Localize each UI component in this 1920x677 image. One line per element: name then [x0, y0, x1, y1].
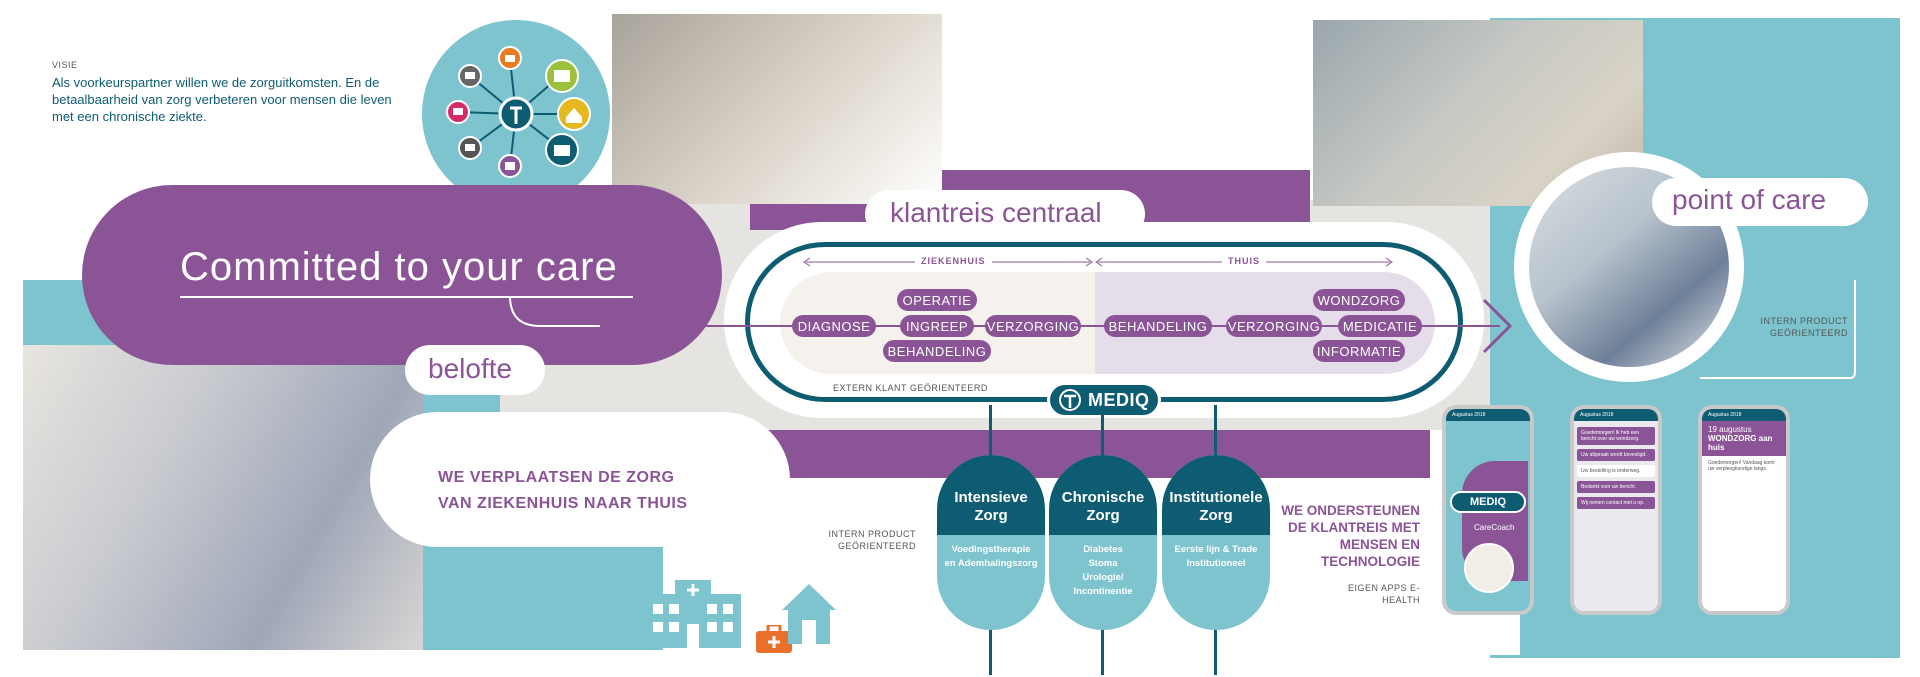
mediq-wordmark: MEDIQ	[1088, 389, 1150, 410]
tagline-connector	[509, 296, 780, 327]
label-thuis: THUIS	[1222, 256, 1266, 266]
bed-icon	[458, 64, 482, 88]
tagline-underline	[180, 296, 633, 298]
section-arrows	[803, 257, 1393, 267]
step-informatie: INFORMATIE	[1313, 340, 1405, 362]
cross-logo-icon	[498, 96, 534, 132]
column-body: Diabetes Stoma Urologie/ Incontinentie	[1073, 544, 1133, 597]
chat-message: Goedemorgen! Ik heb een bericht over uw …	[1577, 427, 1655, 445]
photo-father-daughter	[23, 345, 423, 650]
phone-date: Augustus 2018	[1446, 409, 1530, 421]
tagline: Committed to your care	[180, 245, 618, 289]
apps-label: EIGEN APPS E-HEALTH	[1347, 583, 1420, 605]
phone-date: Augustus 2018	[1574, 409, 1658, 421]
flow-arrow-head	[1482, 298, 1513, 354]
zorg-heading: WE VERPLAATSEN DE ZORG VAN ZIEKENHUIS NA…	[438, 469, 688, 512]
phone-chat: Augustus 2018 Goedemorgen! Ik heb een be…	[1570, 405, 1662, 615]
phone-appointment: Augustus 2018 19 augustus WONDZORG aan h…	[1698, 405, 1790, 615]
step-verzorging-hospital: VERZORGING	[985, 315, 1081, 337]
appointment-date: 19 augustus	[1708, 425, 1752, 434]
gift-icon	[498, 154, 522, 178]
column-title: Intensieve Zorg	[937, 455, 1045, 535]
step-medicatie: MEDICATIE	[1338, 315, 1422, 337]
chat-message: Wij nemen contact met u op.	[1577, 497, 1655, 509]
belofte-pill	[405, 345, 545, 395]
belofte-label: belofte	[428, 353, 513, 384]
medical-bag-icon	[756, 625, 792, 653]
point-of-care-connector	[1700, 280, 1856, 379]
patient-icon	[446, 100, 470, 124]
step-verzorging-home: VERZORGING	[1226, 315, 1322, 337]
home-icon	[557, 97, 591, 131]
factory-icon	[498, 46, 522, 70]
klantreis-title: klantreis centraal	[890, 197, 1102, 228]
network-circle	[422, 20, 610, 208]
point-of-care-title: point of care	[1672, 184, 1827, 215]
point-of-care-pill	[1652, 178, 1868, 226]
column-intensieve-zorg: Intensieve Zorg Voedingstherapie en Adem…	[937, 455, 1045, 630]
zorg-pill	[370, 412, 790, 547]
step-behandeling-home: BEHANDELING	[1104, 315, 1212, 337]
appointment-text: Goedemorgen! Vandaag komt uw verpleegkun…	[1708, 460, 1775, 472]
cross-logo-icon	[1059, 389, 1081, 411]
column-chronische-zorg: Chronische Zorg Diabetes Stoma Urologie/…	[1049, 455, 1157, 630]
column-body: Eerste lijn & Trade Institutioneel	[1174, 544, 1258, 569]
step-diagnose: DIAGNOSE	[792, 315, 876, 337]
column-institutionele-zorg: Institutionele Zorg Eerste lijn & Trade …	[1162, 455, 1270, 630]
phone-carecoach: Augustus 2018 MEDIQ CareCoach	[1442, 405, 1534, 615]
step-wondzorg: WONDZORG	[1313, 289, 1405, 311]
mediq-logo: MEDIQ	[1047, 382, 1161, 418]
phone-carecoach-label: CareCoach	[1474, 523, 1515, 532]
step-ingreep: INGREEP	[900, 315, 974, 337]
support-heading: WE ONDERSTEUNEN DE KLANTREIS MET MENSEN …	[1281, 503, 1420, 569]
step-behandeling-top: BEHANDELING	[883, 340, 991, 362]
extern-label: EXTERN KLANT GEÖRIENTEERD	[833, 383, 988, 393]
vision-label: VISIE	[52, 60, 78, 70]
intern-label-right: INTERN PRODUCT GEÖRIENTEERD	[1760, 316, 1848, 338]
photo-elderly-consultation	[612, 14, 942, 204]
medical-bag-icon	[545, 133, 579, 167]
carecoach-avatar	[1464, 543, 1514, 593]
chat-message: Uw afspraak wordt bevestigd.	[1577, 449, 1655, 461]
column-title: Institutionele Zorg	[1162, 455, 1270, 535]
chat-message: Uw bestelling is onderweg.	[1577, 465, 1655, 477]
house-icon	[782, 584, 836, 644]
pharmacy-icon	[458, 136, 482, 160]
vision-text: Als voorkeurspartner willen we de zorgui…	[52, 75, 392, 124]
chat-message: Bedankt voor uw bericht.	[1577, 481, 1655, 493]
hospital-building-icon	[645, 580, 741, 648]
intern-label-left: INTERN PRODUCT GEÖRIENTEERD	[828, 529, 916, 551]
hospital-icon	[545, 59, 579, 93]
step-operatie: OPERATIE	[897, 289, 977, 311]
committed-pill	[82, 185, 722, 365]
column-title: Chronische Zorg	[1049, 455, 1157, 535]
appointment-title: WONDZORG aan huis	[1708, 434, 1773, 452]
label-ziekenhuis: ZIEKENHUIS	[915, 256, 992, 266]
klantreis-pill	[865, 190, 1145, 238]
phone-brand: MEDIQ	[1469, 496, 1507, 508]
column-body: Voedingstherapie en Ademhalingszorg	[944, 544, 1038, 569]
phone-date: Augustus 2018	[1702, 409, 1786, 421]
